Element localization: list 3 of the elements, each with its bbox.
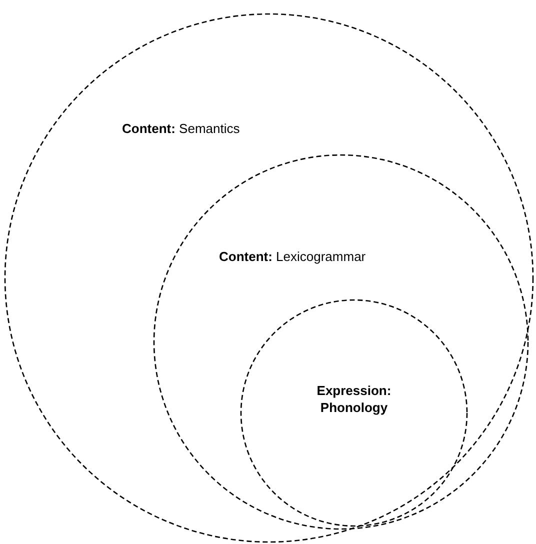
circle-label: Content: Semantics	[122, 120, 240, 137]
circle-label: Content: Lexicogrammar	[219, 248, 366, 265]
circle-label: Expression: Phonology	[316, 382, 392, 416]
